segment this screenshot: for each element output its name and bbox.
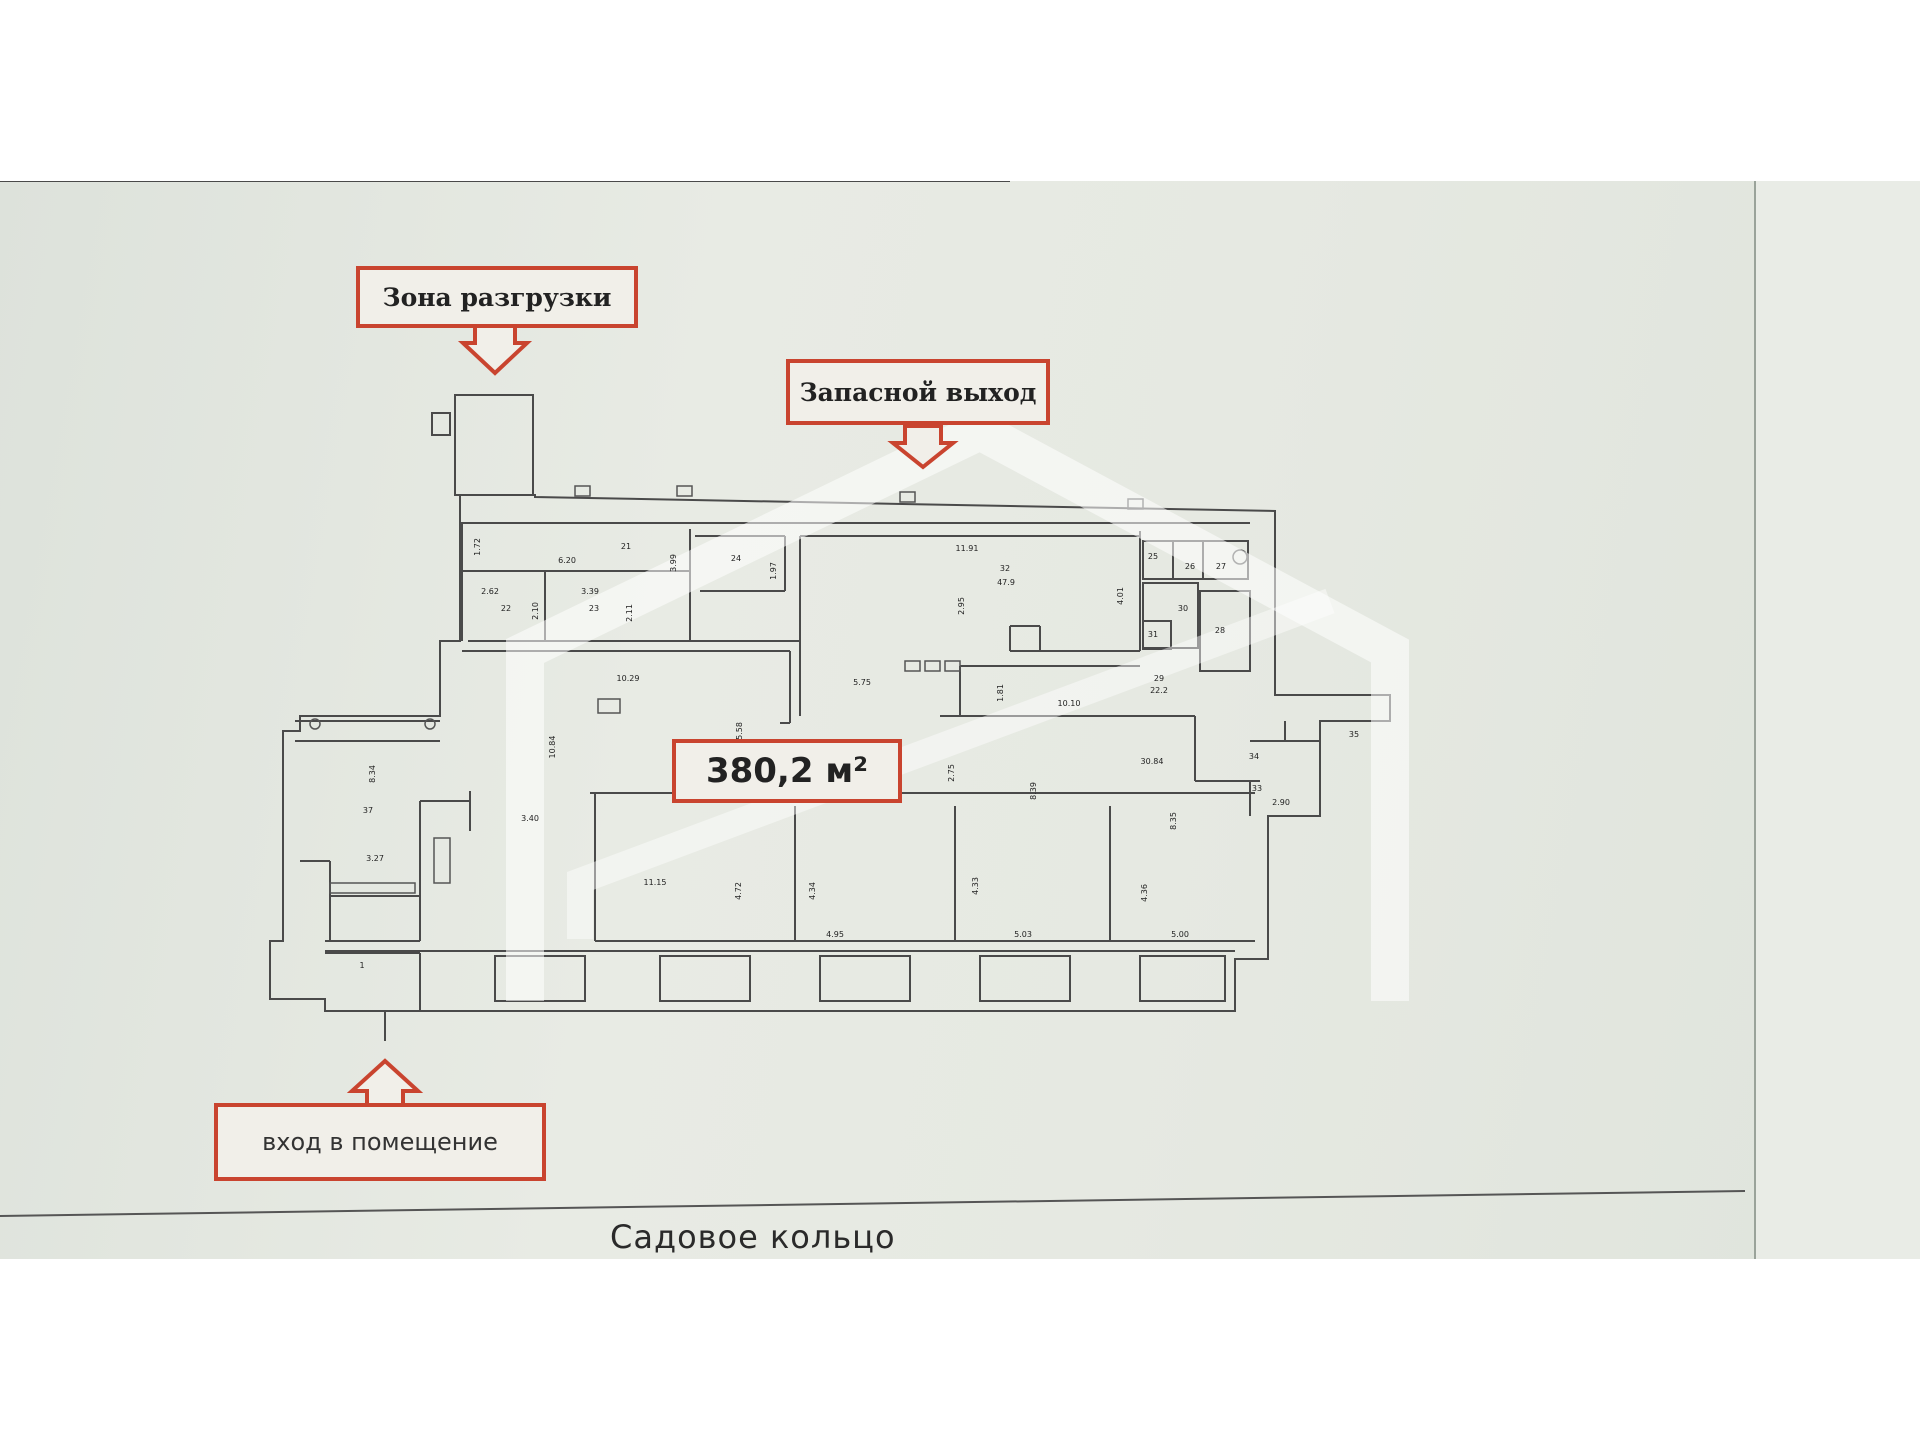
- room-label-3.40: 3.40: [521, 814, 539, 823]
- room-label-5.03: 5.03: [1014, 930, 1032, 939]
- room-label-6.20: 6.20: [558, 556, 576, 565]
- room-label-2.10: 2.10: [531, 602, 540, 620]
- room-label-3.39: 3.39: [581, 587, 599, 596]
- room-label-33: 33: [1252, 784, 1262, 793]
- room-label-1.97: 1.97: [769, 562, 778, 580]
- watermark-house: [506, 409, 1409, 1001]
- room-label-30: 30: [1178, 604, 1188, 613]
- room-label-4.36: 4.36: [1140, 884, 1149, 902]
- unloading-zone-label: Зона разгрузки: [382, 282, 612, 312]
- total-area-callout: 380,2 м²: [672, 739, 902, 803]
- room-label-4.33: 4.33: [971, 877, 980, 895]
- room-label-8.39: 8.39: [1029, 782, 1038, 800]
- room-label-5.75: 5.75: [853, 678, 871, 687]
- room-label-4.95: 4.95: [826, 930, 844, 939]
- room-label-21: 21: [621, 542, 631, 551]
- room-label-35: 35: [1349, 730, 1359, 739]
- screen-bezel-right: [1755, 181, 1920, 1259]
- room-label-5.00: 5.00: [1171, 930, 1189, 939]
- room-label-37: 37: [363, 806, 373, 815]
- room-label-28: 28: [1215, 626, 1225, 635]
- room-label-31: 31: [1148, 630, 1158, 639]
- total-area-value: 380,2 м²: [705, 751, 869, 791]
- room-label-24: 24: [731, 554, 741, 563]
- room-label-22: 22: [501, 604, 511, 613]
- entrance-arrow: [346, 1058, 424, 1108]
- entrance-label: вход в помещение: [262, 1128, 498, 1156]
- room-label-34: 34: [1249, 752, 1259, 761]
- room-label-29: 29: [1154, 674, 1164, 683]
- room-label-4.01: 4.01: [1116, 587, 1125, 605]
- room-label-4.72: 4.72: [734, 882, 743, 900]
- room-label-1: 1: [359, 961, 364, 970]
- street-name: Садовое кольцо: [610, 1218, 896, 1256]
- room-label-23: 23: [589, 604, 599, 613]
- room-label-2.62: 2.62: [481, 587, 499, 596]
- entrance-callout: вход в помещение: [214, 1103, 546, 1181]
- emergency-exit-label: Запасной выход: [799, 377, 1037, 407]
- street-line: [0, 1190, 1746, 1217]
- room-label-11.15: 11.15: [644, 878, 667, 887]
- room-label-8.35: 8.35: [1169, 812, 1178, 830]
- room-label-25: 25: [1148, 552, 1158, 561]
- room-label-1.81: 1.81: [996, 684, 1005, 702]
- room-label-4.34: 4.34: [808, 882, 817, 900]
- room-label-8.34: 8.34: [368, 765, 377, 783]
- room-label-5.58: 5.58: [735, 722, 744, 740]
- exit-arrow: [887, 424, 959, 470]
- emergency-exit-callout: Запасной выход: [786, 359, 1050, 425]
- room-label-3.27: 3.27: [366, 854, 384, 863]
- room-label-2.75: 2.75: [947, 764, 956, 782]
- room-label-27: 27: [1216, 562, 1226, 571]
- unloading-arrow: [457, 324, 533, 376]
- room-label-11.91: 11.91: [956, 544, 979, 553]
- room-label-32: 32: [1000, 564, 1010, 573]
- room-label-22.2: 22.2: [1150, 686, 1168, 695]
- room-label-10.10: 10.10: [1058, 699, 1081, 708]
- room-label-3.99: 3.99: [669, 554, 678, 572]
- room-label-26: 26: [1185, 562, 1195, 571]
- room-label-1.72: 1.72: [473, 538, 482, 556]
- room-label-2.90: 2.90: [1272, 798, 1290, 807]
- unloading-zone-callout: Зона разгрузки: [356, 266, 638, 328]
- room-label-10.84: 10.84: [548, 736, 557, 759]
- room-label-30.84: 30.84: [1141, 757, 1164, 766]
- room-label-2.11: 2.11: [625, 604, 634, 622]
- room-label-47.9: 47.9: [997, 578, 1015, 587]
- watermark-stripe: [567, 588, 1335, 939]
- room-label-10.29: 10.29: [617, 674, 640, 683]
- room-label-2.95: 2.95: [957, 597, 966, 615]
